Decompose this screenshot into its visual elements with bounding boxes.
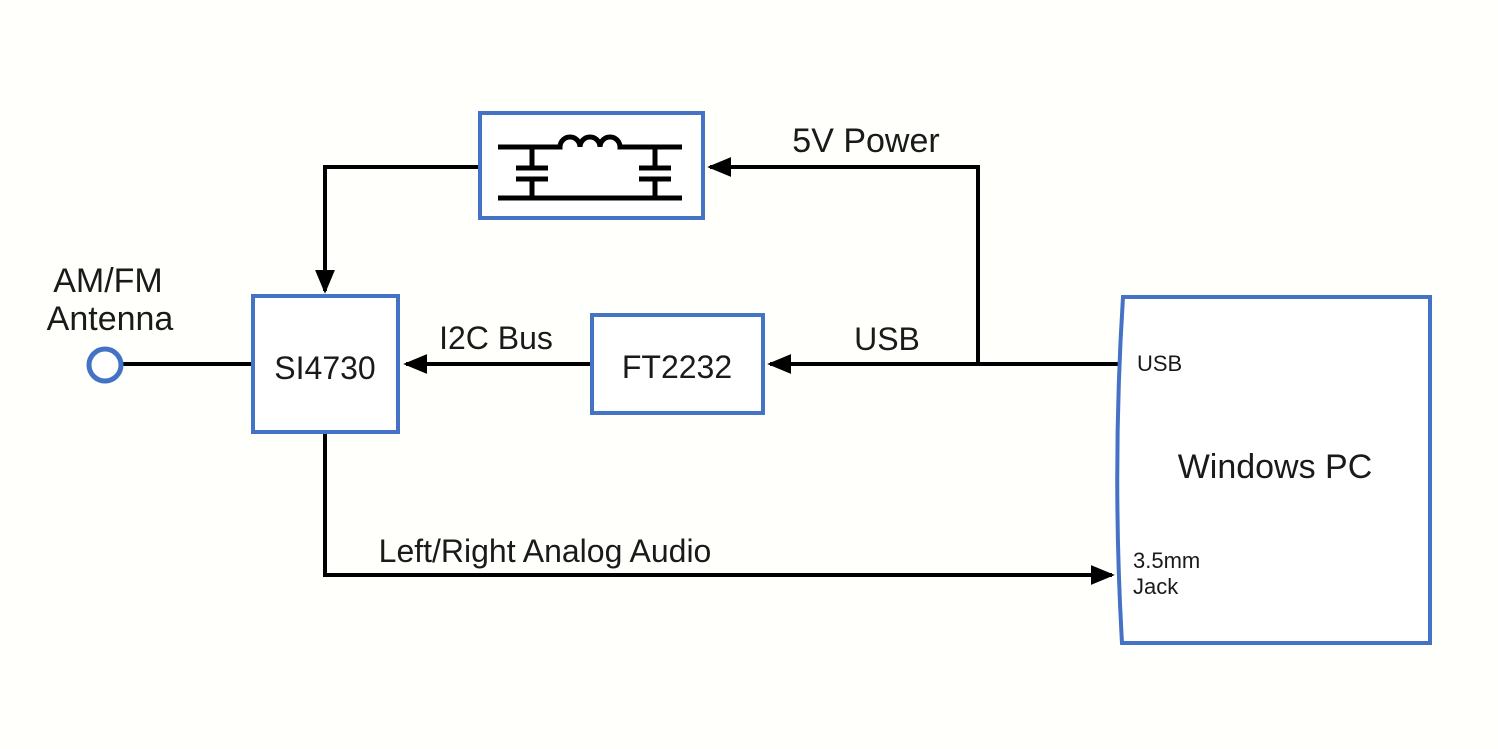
antenna-terminal-icon	[86, 346, 124, 384]
power-filter-node	[478, 111, 705, 220]
power-5v-label: 5V Power	[792, 122, 939, 160]
power-5v-wire	[707, 157, 980, 364]
antenna-label-line1: AM/FM	[53, 262, 163, 300]
inductor-icon	[498, 134, 682, 150]
antenna-label-line2: Antenna	[47, 300, 174, 338]
audio-wire	[323, 432, 1115, 585]
si4730-box	[251, 294, 400, 434]
windows-pc-label: Windows PC	[1178, 448, 1373, 486]
pc-jack-label-line1: 3.5mm	[1133, 548, 1200, 573]
usb-label: USB	[854, 321, 920, 357]
windows-pc-node: Windows PC USB 3.5mm Jack	[1115, 295, 1432, 645]
windows-pc-box	[1115, 295, 1432, 645]
filter-to-si4730-wire	[315, 165, 480, 294]
pc-usb-port-label: USB	[1137, 351, 1182, 376]
capacitor-left-icon	[516, 147, 548, 198]
audio-label: Left/Right Analog Audio	[379, 533, 712, 569]
ft2232-label: FT2232	[622, 349, 732, 385]
pc-jack-label-line2: Jack	[1133, 574, 1179, 599]
si4730-node: SI4730	[251, 294, 400, 434]
capacitor-right-icon	[639, 147, 671, 198]
si4730-label: SI4730	[274, 350, 375, 386]
pi-filter-icon	[498, 134, 682, 201]
i2c-label: I2C Bus	[439, 320, 553, 356]
ft2232-node: FT2232	[590, 313, 765, 415]
ft2232-box	[590, 313, 765, 415]
antenna-node: AM/FM Antenna	[47, 262, 174, 384]
